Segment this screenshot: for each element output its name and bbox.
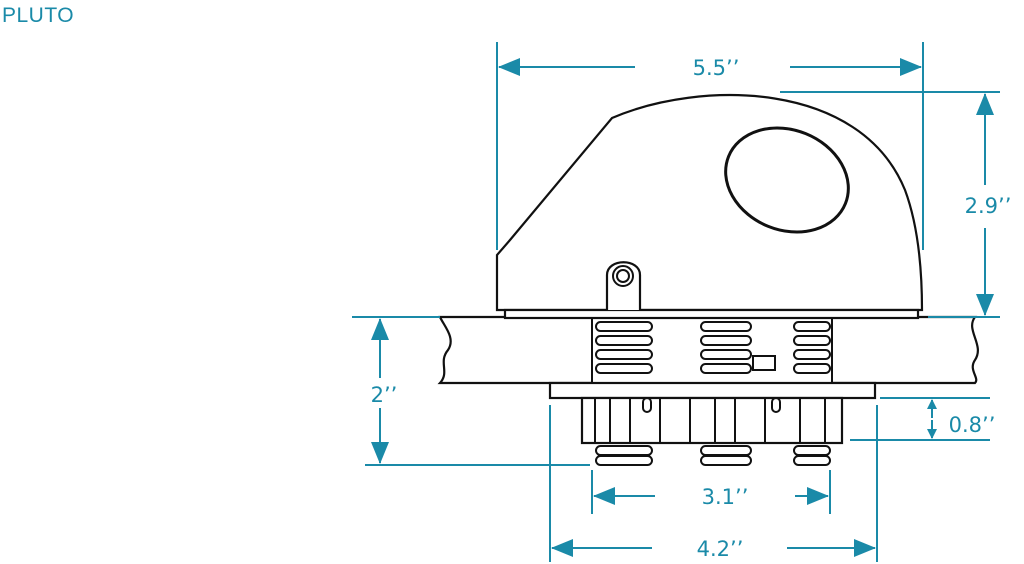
dimension-label: 2’’ (371, 383, 398, 407)
dimension-counter-thickness: 2’’ (352, 316, 590, 466)
screw-icon (612, 265, 634, 287)
screw-tab (605, 261, 642, 310)
dimension-flange-depth: 0.8’’ (850, 397, 996, 441)
dimension-label: 2.9’’ (965, 194, 1012, 218)
dimension-label: 0.8’’ (949, 413, 996, 437)
dome-cover (495, 94, 924, 320)
springs-upper (591, 318, 833, 382)
dimension-dome-height: 2.9’’ (780, 91, 1012, 318)
dimension-flange-width: 4.2’’ (549, 405, 878, 562)
base-plate (503, 308, 920, 320)
cable-opening (724, 126, 850, 234)
dimension-overall-width: 5.5’’ (496, 42, 924, 250)
flange (548, 381, 877, 400)
dimension-label: 4.2’’ (697, 537, 744, 561)
lower-body (580, 396, 844, 466)
dimension-label: 5.5’’ (693, 56, 740, 80)
dimension-label: 3.1’’ (702, 485, 749, 509)
dimension-body-width: 3.1’’ (591, 470, 831, 514)
product-title: PLUTO (2, 4, 75, 27)
